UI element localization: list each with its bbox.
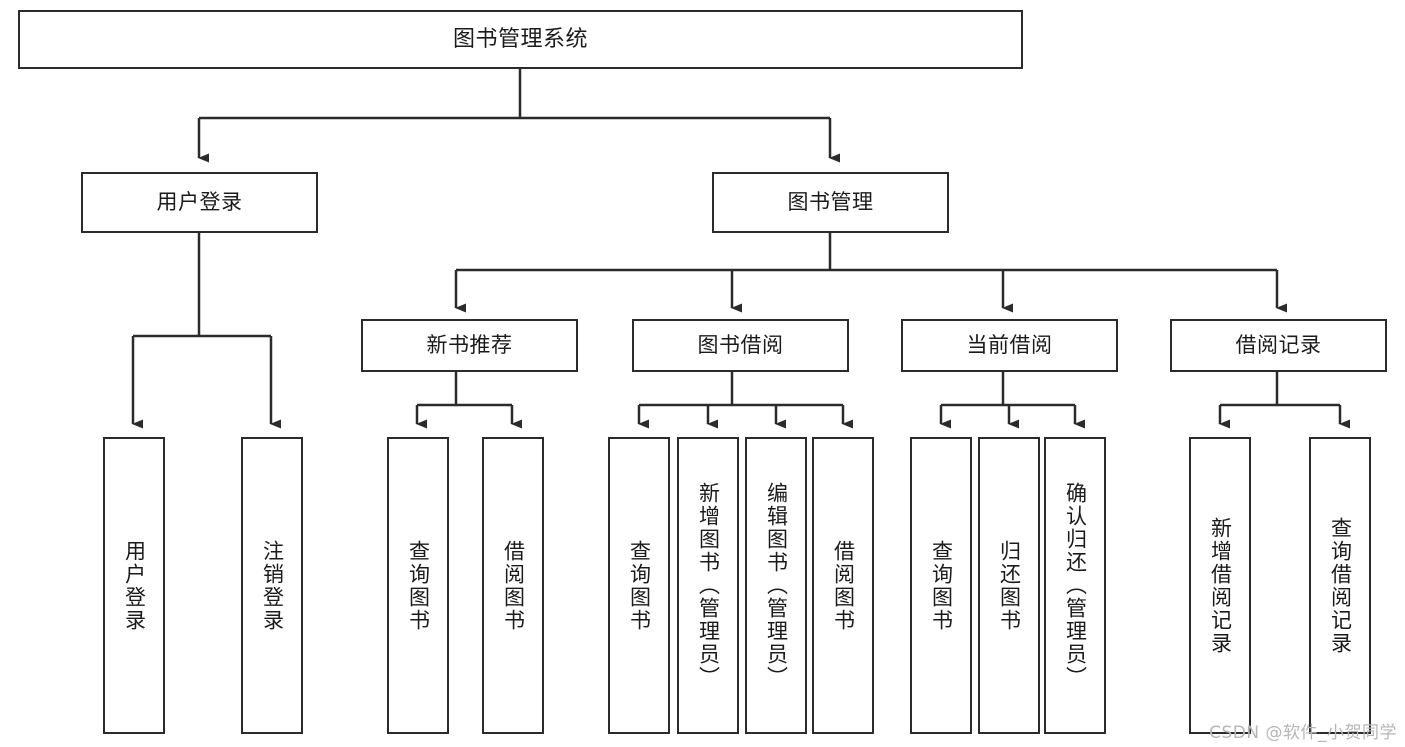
node-leaf-book-borrow-0-label: 查询图书 — [627, 539, 652, 632]
watermark-text: CSDN @软件_小贺同学 — [1209, 723, 1397, 743]
node-leaf-user-login-1-label: 注销登录 — [260, 539, 285, 632]
node-leaf-current-borrow-0-label: 查询图书 — [929, 539, 954, 632]
node-borrow-record-label: 借阅记录 — [1235, 333, 1322, 358]
node-leaf-book-borrow-2[interactable]: 编辑图书（管理员） — [745, 437, 807, 734]
node-leaf-new-book-0[interactable]: 查询图书 — [387, 437, 449, 734]
node-leaf-current-borrow-2[interactable]: 确认归还（管理员） — [1044, 437, 1106, 734]
node-current-borrow-label: 当前借阅 — [966, 333, 1053, 358]
node-leaf-user-login-1[interactable]: 注销登录 — [241, 437, 303, 734]
node-new-book-recommend-label: 新书推荐 — [426, 333, 513, 358]
node-book-borrow-label: 图书借阅 — [697, 333, 784, 358]
node-new-book-recommend[interactable]: 新书推荐 — [361, 319, 578, 372]
node-leaf-current-borrow-1-label: 归还图书 — [997, 539, 1022, 632]
node-book-manage-label: 图书管理 — [787, 190, 874, 215]
node-leaf-borrow-record-1-label: 查询借阅记录 — [1328, 516, 1353, 655]
node-leaf-new-book-1[interactable]: 借阅图书 — [482, 437, 544, 734]
node-borrow-record[interactable]: 借阅记录 — [1170, 319, 1387, 372]
node-root-system[interactable]: 图书管理系统 — [18, 10, 1023, 69]
node-leaf-user-login-0[interactable]: 用户登录 — [103, 437, 165, 734]
node-user-login-label: 用户登录 — [156, 190, 243, 215]
node-book-borrow[interactable]: 图书借阅 — [632, 319, 849, 372]
node-leaf-book-borrow-3-label: 借阅图书 — [831, 539, 856, 632]
node-leaf-user-login-0-label: 用户登录 — [122, 539, 147, 632]
node-leaf-current-borrow-1[interactable]: 归还图书 — [978, 437, 1040, 734]
node-leaf-book-borrow-1-label: 新增图书（管理员） — [696, 482, 721, 689]
node-user-login[interactable]: 用户登录 — [81, 172, 318, 233]
node-root-system-label: 图书管理系统 — [452, 26, 588, 52]
node-leaf-new-book-1-label: 借阅图书 — [501, 539, 526, 632]
node-leaf-borrow-record-0[interactable]: 新增借阅记录 — [1189, 437, 1251, 734]
node-leaf-borrow-record-1[interactable]: 查询借阅记录 — [1309, 437, 1371, 734]
node-leaf-book-borrow-3[interactable]: 借阅图书 — [812, 437, 874, 734]
node-leaf-current-borrow-0[interactable]: 查询图书 — [910, 437, 972, 734]
node-book-manage[interactable]: 图书管理 — [712, 172, 949, 233]
node-current-borrow[interactable]: 当前借阅 — [901, 319, 1118, 372]
node-leaf-new-book-0-label: 查询图书 — [406, 539, 431, 632]
node-leaf-book-borrow-1[interactable]: 新增图书（管理员） — [677, 437, 739, 734]
node-leaf-book-borrow-2-label: 编辑图书（管理员） — [764, 482, 789, 689]
node-leaf-current-borrow-2-label: 确认归还（管理员） — [1063, 482, 1088, 689]
node-leaf-borrow-record-0-label: 新增借阅记录 — [1208, 516, 1233, 655]
node-leaf-book-borrow-0[interactable]: 查询图书 — [608, 437, 670, 734]
